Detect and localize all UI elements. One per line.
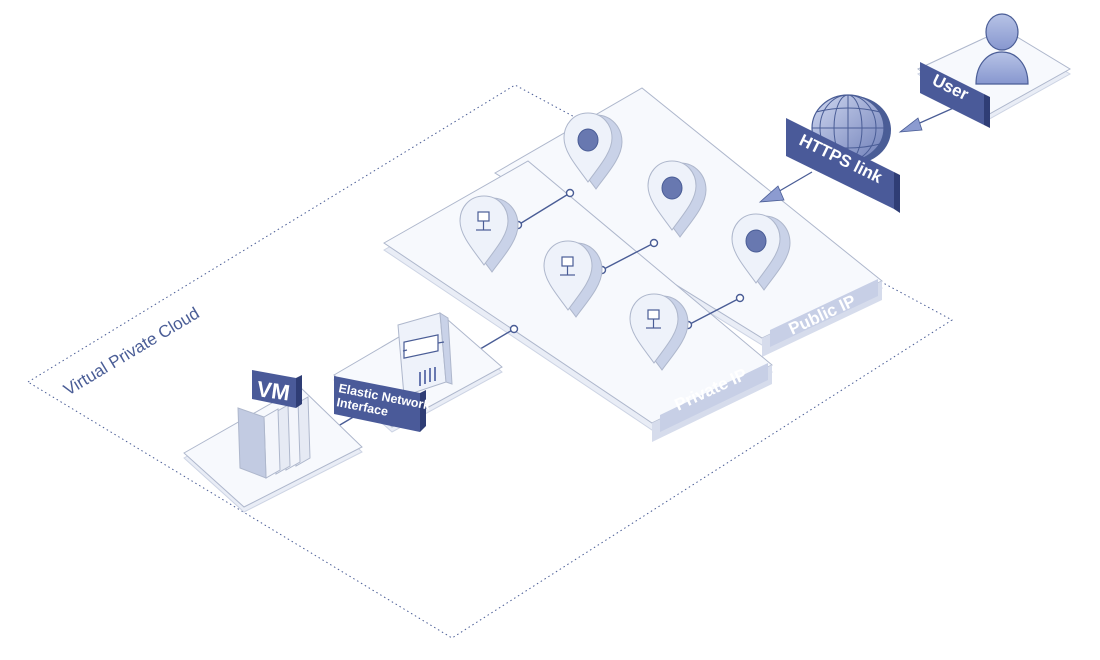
connectors xyxy=(327,188,745,433)
network-node-icon xyxy=(560,256,575,276)
user-icon xyxy=(975,13,1029,85)
network-node-icon xyxy=(646,309,661,329)
network-interface-card-icon xyxy=(397,312,453,397)
private-ip-pin-1 xyxy=(459,195,519,273)
network-node-icon xyxy=(476,211,491,231)
eni-label-tag: Elastic Network Interface xyxy=(334,376,432,432)
vm-label-tag: VM xyxy=(252,370,302,408)
user-label-tag: User xyxy=(920,62,990,128)
arrow-user-to-globe xyxy=(898,105,959,133)
private-ip-pin-3 xyxy=(629,293,689,371)
public-ip-pin-2 xyxy=(647,160,707,238)
vm-label: VM xyxy=(255,376,291,405)
private-ip-pin-2 xyxy=(543,240,603,318)
public-ip-pin-3 xyxy=(731,213,791,291)
public-ip-pin-1 xyxy=(563,112,623,190)
vm-server-stack-icon xyxy=(237,396,311,479)
arrow-https-to-public-ip xyxy=(758,171,813,203)
